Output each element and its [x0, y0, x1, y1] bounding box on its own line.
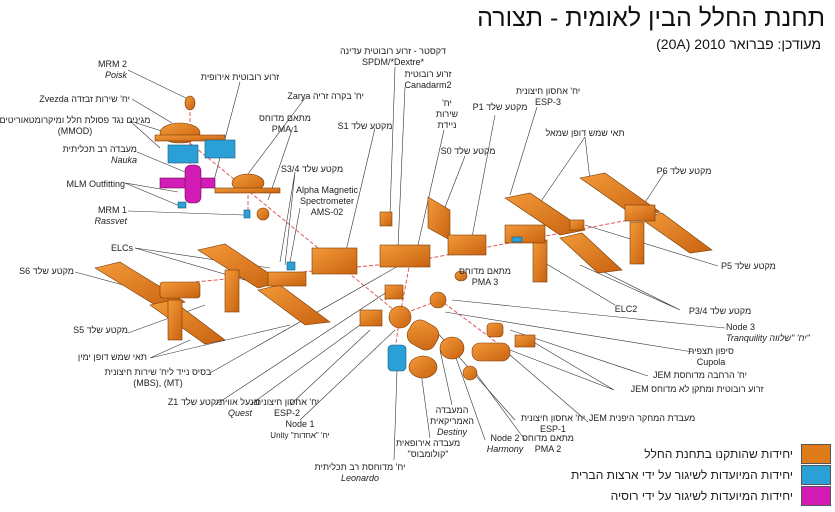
- legend-label: יחידות המיועדות לשיגור על ידי ארצות הברי…: [570, 468, 793, 482]
- legend-swatch-blue: [801, 465, 831, 485]
- legend-swatch-orange: [801, 444, 831, 464]
- label-s1: מקטע שלד S1: [337, 121, 393, 131]
- label-jem-elm: יח' הרחבה מדוחסת JEM: [652, 370, 748, 380]
- label-zarya: יח' בקרה זריה Zarya: [287, 91, 364, 101]
- label-s6: מקטע שלד S6: [19, 266, 74, 276]
- label-mlm: MLM Outfitting: [66, 179, 125, 189]
- label-s34: מקטע שלד S3/4: [280, 164, 344, 174]
- installed-modules: [154, 95, 656, 381]
- diagram-title: תחנת החלל הבין לאומית - תצורה: [477, 4, 825, 32]
- us-planned-modules: [167, 139, 523, 372]
- label-p5: מקטע שלד P5: [721, 261, 776, 271]
- label-p1: מקטע שלד P1: [472, 102, 528, 112]
- legend-item-russia: יחידות המיועדות לשיגור על ידי רוסיה: [611, 486, 831, 506]
- label-s5: מקטע שלד S5: [73, 325, 128, 335]
- label-columbus: מעבדה אירופאית"קולומבוס": [395, 438, 461, 459]
- label-p6: מקטע שלד P6: [656, 166, 712, 176]
- legend-swatch-magenta: [801, 486, 831, 506]
- label-mbs: בסיס נייד ליח' שירות חיצונית(MBS), (MT): [104, 367, 212, 388]
- label-stbd-arrays: תאי שמש דופן ימין: [77, 352, 147, 362]
- label-s0: מקטע שלד S0: [440, 146, 496, 156]
- label-port-arrays: תאי שמש דופן שמאל: [545, 128, 625, 138]
- label-p34: מקטע שלד P3/4: [688, 306, 752, 316]
- label-zvezda: יח' שירות זבזדה Zvezda: [39, 94, 130, 104]
- legend-item-us: יחידות המיועדות לשיגור על ידי ארצות הברי…: [571, 465, 831, 485]
- diagram-subtitle: מעודכן: פברואר 2010 (20A): [656, 36, 821, 52]
- leader-lines: [74, 66, 726, 461]
- label-elc2: ELC2: [614, 304, 638, 314]
- legend-label: יחידות שהותקנו בתחנת החלל: [644, 447, 793, 461]
- label-jem-rms: זרוע רובוטית ומתקן לא מדוחס JEM: [630, 384, 764, 394]
- legend-label: יחידות המיועדות לשיגור על ידי רוסיה: [610, 489, 793, 503]
- label-z1: מקטע שלד Z1: [167, 397, 223, 407]
- label-jem-pm: מעבדת המחקר היפנית JEM: [588, 413, 696, 423]
- label-mmod: מגינים נגד פסולת חלל ומיקרומטאוריטים(MMO…: [0, 115, 151, 136]
- legend-item-installed: יחידות שהותקנו בתחנת החלל: [644, 444, 831, 464]
- label-era: זרוע רובוטית אירופית: [200, 72, 280, 82]
- label-elcs: ELCs: [110, 243, 133, 253]
- russia-planned-modules: [159, 164, 216, 204]
